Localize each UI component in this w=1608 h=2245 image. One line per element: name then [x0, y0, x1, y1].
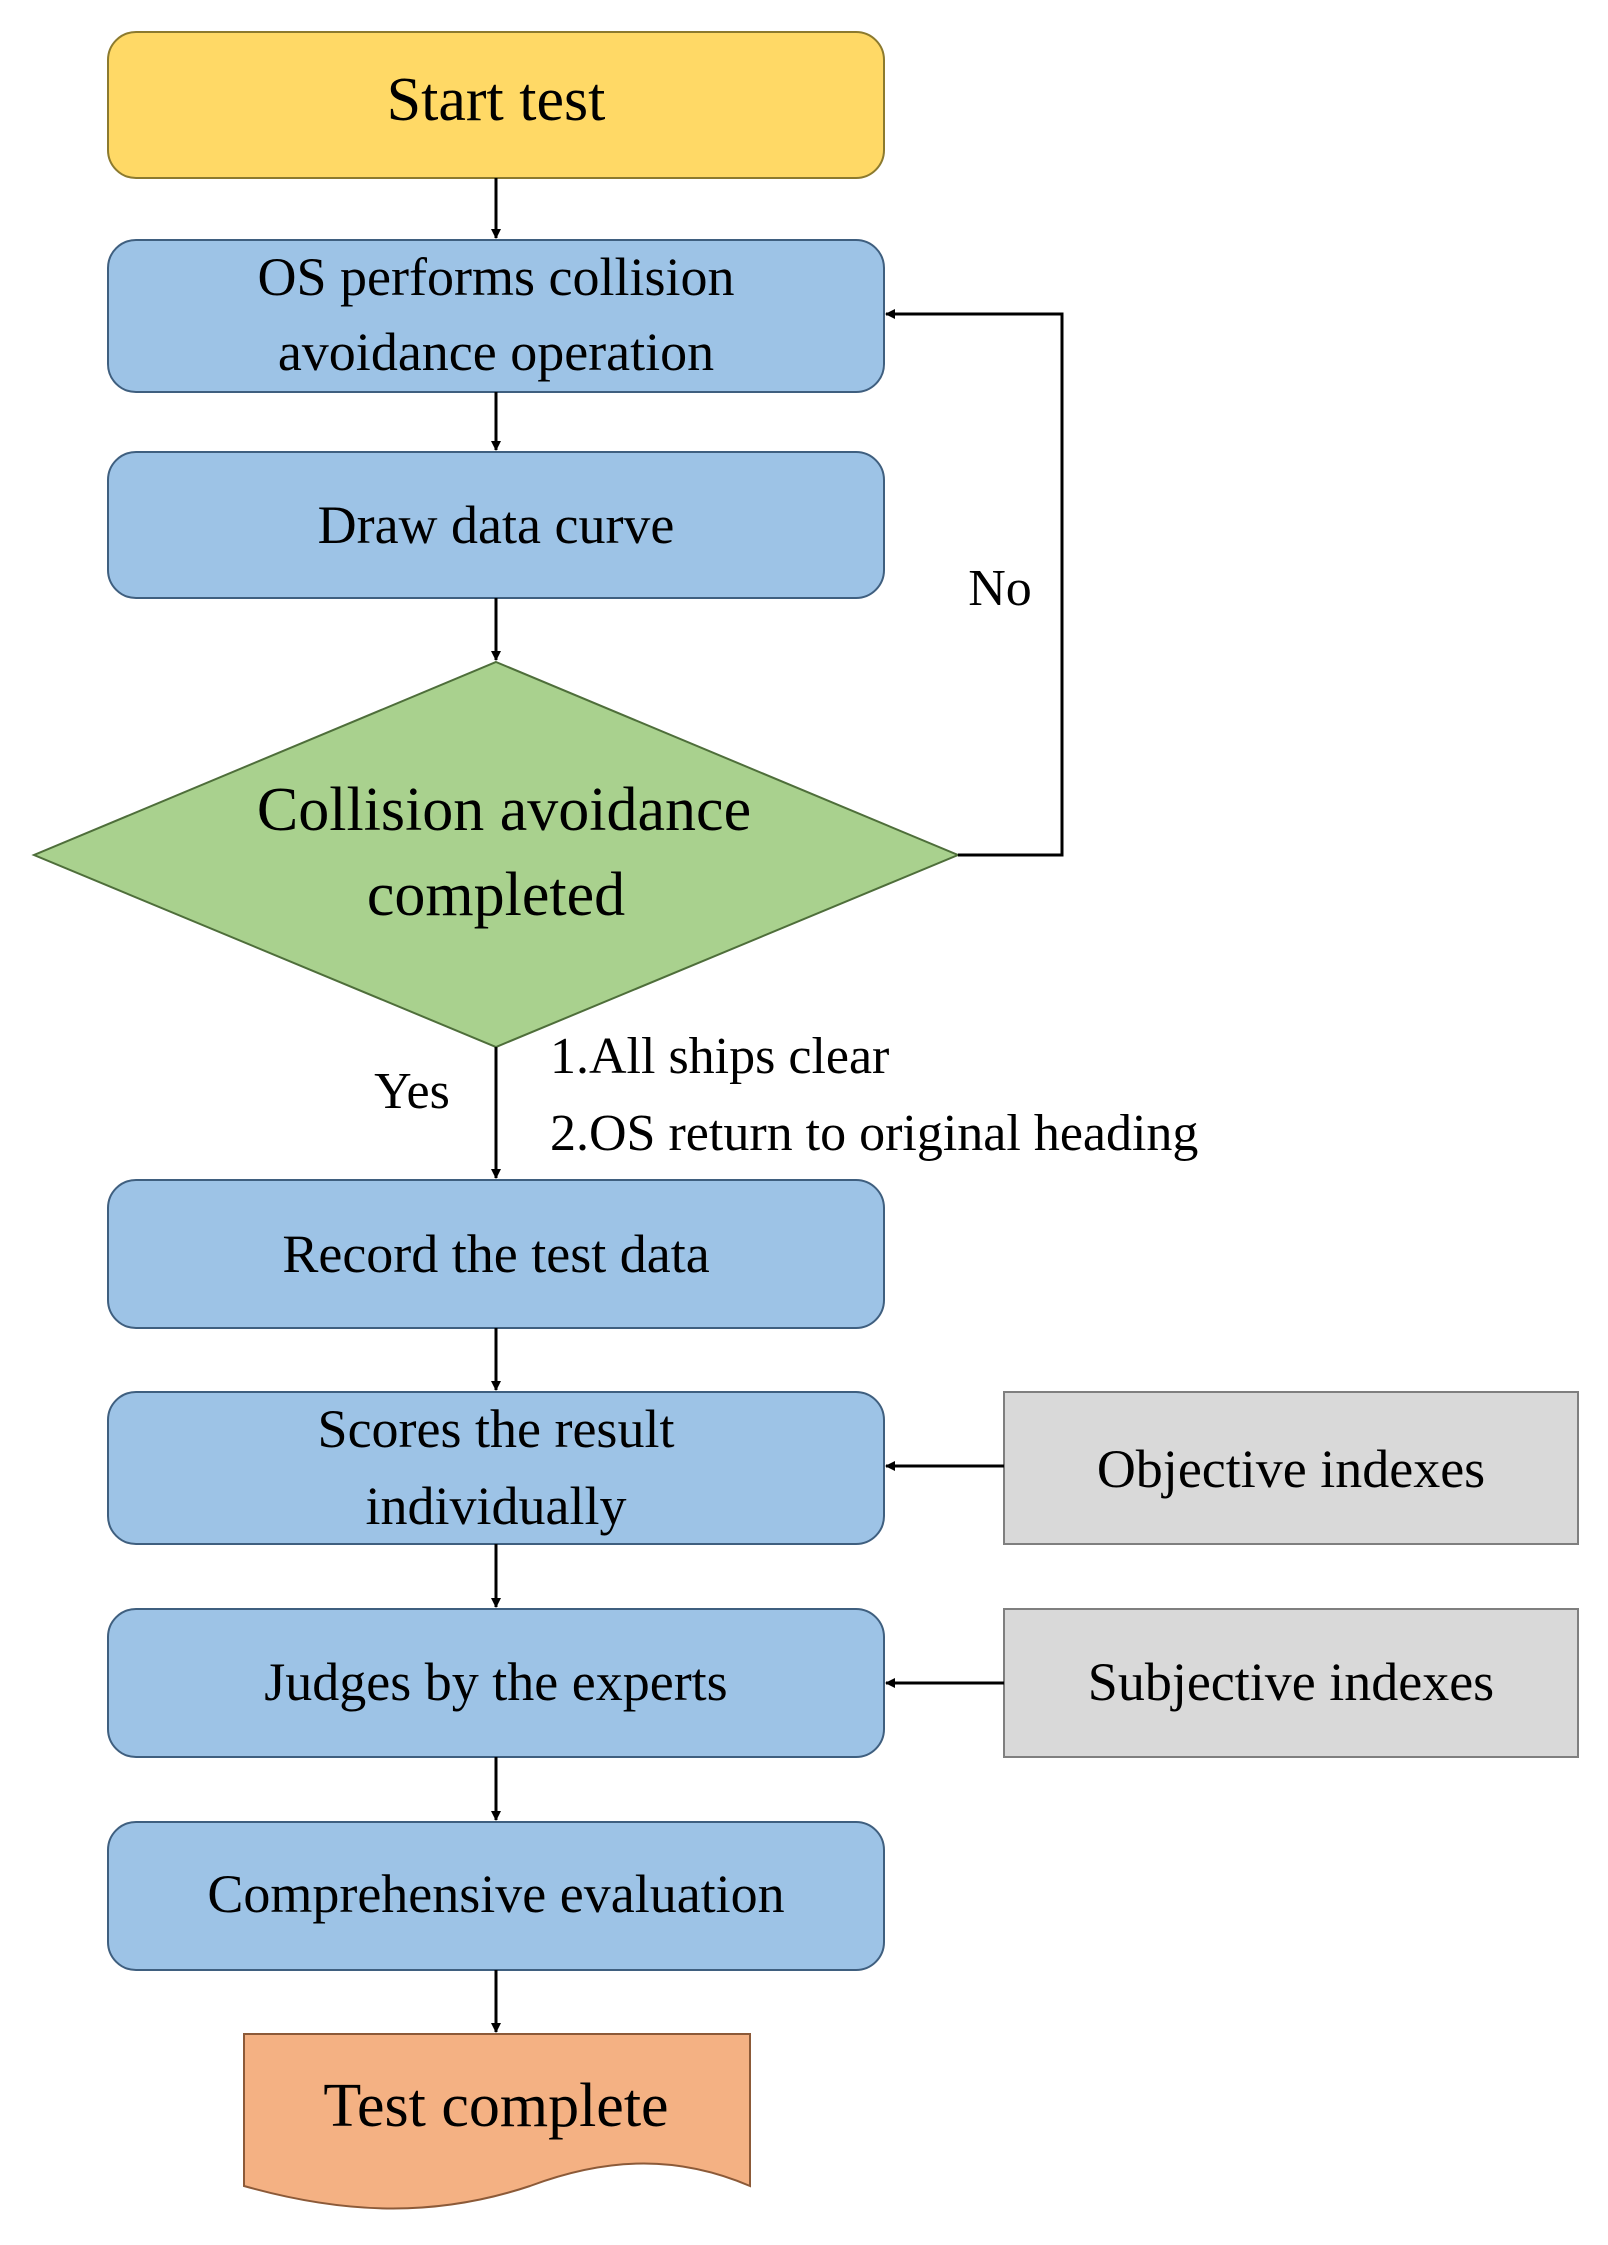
start-label: Start test — [387, 66, 606, 134]
condition-2-label: 2.OS return to original heading — [550, 1105, 1198, 1162]
condition-1-label: 1.All ships clear — [550, 1028, 889, 1085]
record-label: Record the test data — [282, 1224, 709, 1284]
arrow-no-loop — [885, 309, 1064, 857]
end-label: Test complete — [323, 2072, 668, 2140]
decision-node — [31, 660, 961, 1049]
avoidance-label-line2: avoidance operation — [278, 322, 714, 382]
subjective-indexes-label: Subjective indexes — [1088, 1652, 1494, 1712]
scores-label-line1: Scores the result — [318, 1399, 675, 1459]
scores-label-line2: individually — [366, 1476, 627, 1536]
draw-curve-label: Draw data curve — [318, 495, 675, 555]
yes-label: Yes — [374, 1063, 450, 1120]
decision-label-line1: Collision avoidance — [257, 776, 751, 844]
avoidance-label-line1: OS performs collision — [258, 247, 735, 307]
judges-label: Judges by the experts — [264, 1652, 727, 1712]
subjective-indexes-box — [1003, 1608, 1579, 1758]
no-label: No — [968, 560, 1032, 617]
objective-indexes-label: Objective indexes — [1097, 1439, 1485, 1499]
end-node — [243, 2033, 751, 2210]
objective-indexes-box — [1003, 1391, 1579, 1545]
decision-label-line2: completed — [367, 861, 625, 929]
comprehensive-label: Comprehensive evaluation — [207, 1864, 784, 1924]
